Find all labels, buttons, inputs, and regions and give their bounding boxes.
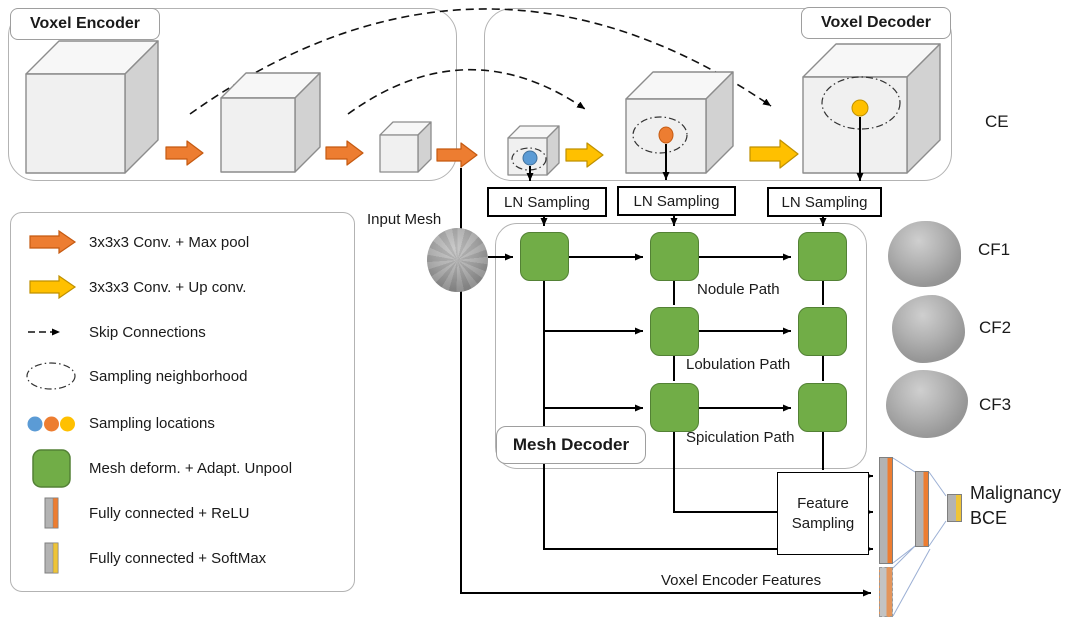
bce-text: BCE [970,508,1008,528]
legend-box [10,212,355,592]
legend-markers [26,229,77,574]
mesh-deform-block-r2c3 [798,307,847,356]
feature-sampling-box: Feature Sampling [777,472,869,555]
decoder-cube-3 [802,43,941,174]
voxel-encoder-container [8,8,457,181]
encoder-cube-3 [379,121,432,173]
sampling-location-yellow [851,99,869,117]
cf3-label: CF3 [979,395,1012,414]
mesh-decoder-label: Mesh Decoder [496,426,646,464]
legend-neighborhood-label: Sampling neighborhood [89,368,248,385]
ln-sampling-text-1: LN Sampling [504,193,590,211]
ln-sampling-text-2: LN Sampling [633,192,720,210]
connector-lines [460,117,873,597]
fc-relu-bar-2 [915,471,929,547]
voxel-encoder-label-text: Voxel Encoder [30,15,140,32]
legend-fc-softmax-label: Fully connected + SoftMax [89,550,267,567]
sampling-location-orange [658,126,674,144]
cf2-mesh-image [892,295,965,363]
malignancy-text: Malignancy [970,483,1062,503]
input-mesh-label: Input Mesh [367,211,442,228]
lobulation-path-label: Lobulation Path [686,356,791,373]
spiculation-path-label: Spiculation Path [686,429,795,446]
ln-sampling-box-1: LN Sampling [487,187,607,217]
cf3-mesh-image [886,370,968,438]
mesh-decoder-container [495,223,867,469]
skip-connection-arcs [189,8,772,115]
sampling-location-blue [522,150,538,166]
feature-sampling-text: Feature Sampling [791,494,855,532]
legend-dot-blue-icon [27,416,43,432]
encoder-cube-1 [25,40,159,174]
conv-upconv-arrows [565,139,799,169]
mesh-deform-block-r1c2 [650,232,699,281]
fc-fan-lines [892,457,947,617]
cf1-mesh-image [888,221,961,287]
legend-yellow-arrow-icon [29,274,77,300]
voxel-encoder-features-label: Voxel Encoder Features [661,572,822,589]
ce-label: CE [985,112,1009,131]
fc-softmax-bar [947,494,962,522]
voxel-encoder-label: Voxel Encoder [10,8,160,40]
input-mesh-sphere [427,228,488,292]
nodule-path-label: Nodule Path [697,281,780,298]
legend-conv-upconv-label: 3x3x3 Conv. + Up conv. [89,279,247,296]
legend-locations-label: Sampling locations [89,415,215,432]
cf2-label: CF2 [979,318,1012,337]
legend-skip-label: Skip Connections [89,324,206,341]
voxel-decoder-container [484,8,952,181]
legend-conv-maxpool-label: 3x3x3 Conv. + Max pool [89,234,250,251]
legend-green-block-icon [32,449,71,488]
malignancy-bce-label: Malignancy BCE [970,481,1061,531]
mesh-deform-block-r3c3 [798,383,847,432]
ln-sampling-box-3: LN Sampling [767,187,882,217]
ln-sampling-text-3: LN Sampling [781,193,868,211]
legend-dot-orange-icon [44,416,59,432]
mesh-deform-block-r1c1 [520,232,569,281]
legend-mesh-deform-label: Mesh deform. + Adapt. Unpool [89,460,293,477]
legend-dot-yellow-icon [60,416,75,432]
legend-neighborhood-icon [26,362,76,390]
legend-orange-arrow-icon [29,229,77,255]
mesh-deform-block-r3c2 [650,383,699,432]
encoder-cube-2 [220,72,321,173]
decoder-cube-1 [507,125,560,176]
mesh-decoder-label-text: Mesh Decoder [512,435,630,454]
voxel-decoder-label-text: Voxel Decoder [821,14,931,31]
voxel-features-bar [879,567,893,617]
legend-fc-relu-label: Fully connected + ReLU [89,505,250,522]
conv-maxpool-arrows [165,140,478,168]
ln-sampling-box-2: LN Sampling [617,186,736,216]
decoder-cube-2 [625,71,734,174]
sampling-neighborhood-ellipses [511,76,901,171]
fc-relu-bar-1 [879,457,893,564]
mesh-deform-block-r1c3 [798,232,847,281]
cf1-label: CF1 [978,240,1011,259]
mesh-deform-block-r2c2 [650,307,699,356]
voxel-decoder-label: Voxel Decoder [801,7,951,39]
